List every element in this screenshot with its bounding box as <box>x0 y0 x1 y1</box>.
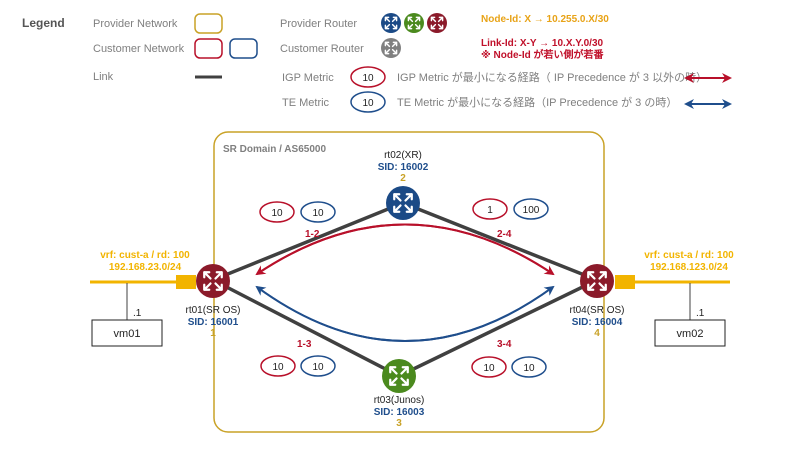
legend-provider-network-label: Provider Network <box>93 18 178 30</box>
legend-customer-router-icon <box>381 38 401 58</box>
router-rt01[interactable] <box>196 264 230 298</box>
metric-te-2-4-badge <box>513 198 549 220</box>
vm02-ip: .1 <box>696 308 705 319</box>
legend-title: Legend <box>22 16 65 30</box>
vm01-host[interactable] <box>91 319 163 347</box>
link-3-4 <box>398 278 598 378</box>
metric-igp-1-3: 10 <box>272 362 284 373</box>
vrf-right-line1: vrf: cust-a / rd: 100 <box>644 250 734 261</box>
rt04-sid: SID: 16004 <box>572 317 623 328</box>
rt02-name: rt02(XR) <box>384 150 422 161</box>
rt03-sid: SID: 16003 <box>374 407 425 418</box>
customer-network-swatch-blue <box>229 38 258 59</box>
metric-te-1-2-badge <box>300 201 336 223</box>
legend-provider-router-red-icon <box>427 13 447 33</box>
note-node-order: ※ Node-Id が若い側が若番 <box>481 48 604 61</box>
note-node-id: Node-Id: X → 10.255.0.X/30 <box>481 14 609 25</box>
link-1-3-label: 1-3 <box>297 339 312 350</box>
rt01-name: rt01(SR OS) <box>185 305 240 316</box>
customer-port-right <box>615 275 635 289</box>
legend-igp-metric-label: IGP Metric <box>282 72 334 84</box>
rt01-sid: SID: 16001 <box>188 317 239 328</box>
legend-igp-metric-value: 10 <box>362 73 374 84</box>
metric-igp-1-3-badge <box>260 355 296 377</box>
legend-customer-router-label: Customer Router <box>280 43 364 55</box>
link-1-2-label: 1-2 <box>305 229 320 240</box>
metric-igp-3-4-badge <box>471 356 507 378</box>
legend-customer-network-label: Customer Network <box>93 43 185 55</box>
metric-te-1-3: 10 <box>312 362 324 373</box>
igp-path-arrow-to-rt04 <box>256 223 555 276</box>
metric-igp-1-2: 10 <box>271 208 283 219</box>
metric-te-1-2: 10 <box>312 208 324 219</box>
legend-igp-desc: IGP Metric が最小になる経路（ IP Precedence が 3 以… <box>397 70 707 84</box>
legend-te-metric-label: TE Metric <box>282 97 330 109</box>
link-2-4 <box>402 201 598 282</box>
legend-te-metric-value: 10 <box>362 98 374 109</box>
te-path-arrow-to-rt04 <box>256 285 555 342</box>
rt04-name: rt04(SR OS) <box>569 305 624 316</box>
rt03-name: rt03(Junos) <box>374 395 425 406</box>
metric-igp-2-4-badge <box>472 198 508 220</box>
link-1-2 <box>212 201 404 282</box>
customer-port-left <box>176 275 196 289</box>
rt04-node-id: 4 <box>594 328 600 339</box>
vrf-right-line2: 192.168.123.0/24 <box>650 262 728 273</box>
metric-te-2-4: 100 <box>523 205 540 216</box>
legend-igp-metric-badge <box>350 66 386 88</box>
rt02-node-id: 2 <box>400 173 406 184</box>
router-rt04[interactable] <box>580 264 614 298</box>
metric-igp-1-2-badge <box>259 201 295 223</box>
link-2-4-label: 2-4 <box>497 229 512 240</box>
router-rt03[interactable] <box>382 359 416 393</box>
note-link-id: Link-Id: X-Y → 10.X.Y.0/30 <box>481 38 604 49</box>
rt03-node-id: 3 <box>396 418 402 429</box>
provider-network-swatch <box>194 13 223 34</box>
metric-igp-2-4: 1 <box>487 205 493 216</box>
metric-te-3-4: 10 <box>523 363 535 374</box>
rt02-sid: SID: 16002 <box>378 162 429 173</box>
sr-domain-label: SR Domain / AS65000 <box>223 144 326 155</box>
vrf-left-line1: vrf: cust-a / rd: 100 <box>100 250 190 261</box>
vm02-host[interactable] <box>654 319 726 347</box>
legend-te-metric-badge <box>350 91 386 113</box>
legend-provider-router-green-icon <box>404 13 424 33</box>
metric-te-3-4-badge <box>511 356 547 378</box>
rt01-node-id: 1 <box>210 328 216 339</box>
vm01-ip: .1 <box>133 308 142 319</box>
link-1-3 <box>212 278 400 378</box>
legend-te-desc: TE Metric が最小になる経路（IP Precedence が 3 の時） <box>397 95 677 109</box>
vm01-label: vm01 <box>114 328 141 340</box>
legend-link-label: Link <box>93 71 114 83</box>
metric-igp-3-4: 10 <box>483 363 495 374</box>
vm02-label: vm02 <box>677 328 704 340</box>
legend-provider-router-blue-icon <box>381 13 401 33</box>
link-3-4-label: 3-4 <box>497 339 512 350</box>
legend-provider-router-label: Provider Router <box>280 18 357 30</box>
router-rt02[interactable] <box>386 186 420 220</box>
customer-network-swatch-red <box>194 38 223 59</box>
metric-te-1-3-badge <box>300 355 336 377</box>
vrf-left-line2: 192.168.23.0/24 <box>109 262 182 273</box>
